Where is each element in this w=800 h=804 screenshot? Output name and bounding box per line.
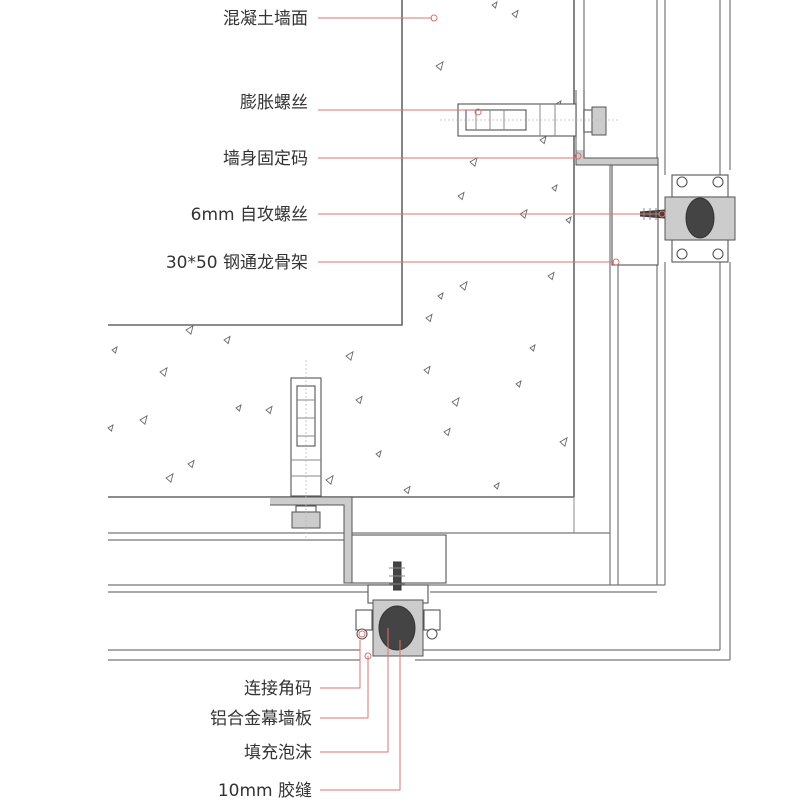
label-aluminum-panel: 铝合金幕墙板 [210,709,312,729]
aggregate-mark [511,9,519,19]
label-foam-filler: 填充泡沫 [244,743,312,763]
aggregate-mark [159,366,168,378]
label-sealant-joint: 10mm 胶缝 [218,781,312,800]
aggregate-mark [375,450,382,458]
aggregate-mark [187,459,195,469]
aggregate-mark [425,313,433,323]
aggregate-mark [457,191,465,201]
aggregate-mark [185,324,194,336]
aggregate-mark [107,424,114,432]
aggregate-mark [165,472,174,484]
aggregate-mark [139,414,148,426]
aggregate-mark [451,396,460,408]
label-steel-keel: 30*50 钢通龙骨架 [166,253,308,273]
labels-top: 混凝土墙面 膨胀螺丝 墙身固定码 6mm 自攻螺丝 30*50 钢通龙骨架 [166,9,308,273]
label-concrete-wall: 混凝土墙面 [223,9,308,29]
steel-keel-tube [349,164,659,584]
aggregate-mark [325,474,334,486]
label-wall-bracket: 墙身固定码 [223,149,308,169]
aggregate-mark [469,156,478,168]
right-panel-joint [664,174,736,263]
aggregate-mark [515,380,522,388]
aggregate-mark [435,60,444,72]
aggregate-mark [459,280,468,292]
aggregate-mark [437,292,444,300]
aggregate-mark [423,365,431,375]
aggregate-mark [345,350,354,362]
aggregate-mark [539,135,547,145]
expansion-bolt-horizontal [440,103,620,137]
aggregate-mark [403,485,411,495]
aggregate-mark [443,427,451,437]
aggregate-mark [265,405,273,415]
aggregate-mark [111,346,118,354]
aggregate-mark [529,344,536,352]
concrete-wall-body [107,0,575,498]
aggregate-mark [493,482,500,490]
aggregate-mark [491,1,498,9]
aggregate-mark [235,404,242,412]
aggregate-mark [565,216,572,224]
aggregate-mark [559,436,568,448]
labels-bottom: 连接角码 铝合金幕墙板 填充泡沫 10mm 胶缝 [210,679,312,801]
aggregate-mark [355,395,363,405]
concrete-aggregate-marks [107,1,572,495]
expansion-bolt-vertical [290,360,322,540]
aggregate-mark [223,335,231,345]
label-connecting-angle: 连接角码 [244,679,312,699]
wall-bracket-angle [270,90,659,584]
outer-frame-lines [108,0,731,661]
label-expansion-bolt: 膨胀螺丝 [240,93,308,113]
aggregate-mark [551,184,558,192]
aggregate-mark [547,271,555,281]
label-self-tapping-screw: 6mm 自攻螺丝 [191,205,308,225]
leader-lines [318,14,666,791]
